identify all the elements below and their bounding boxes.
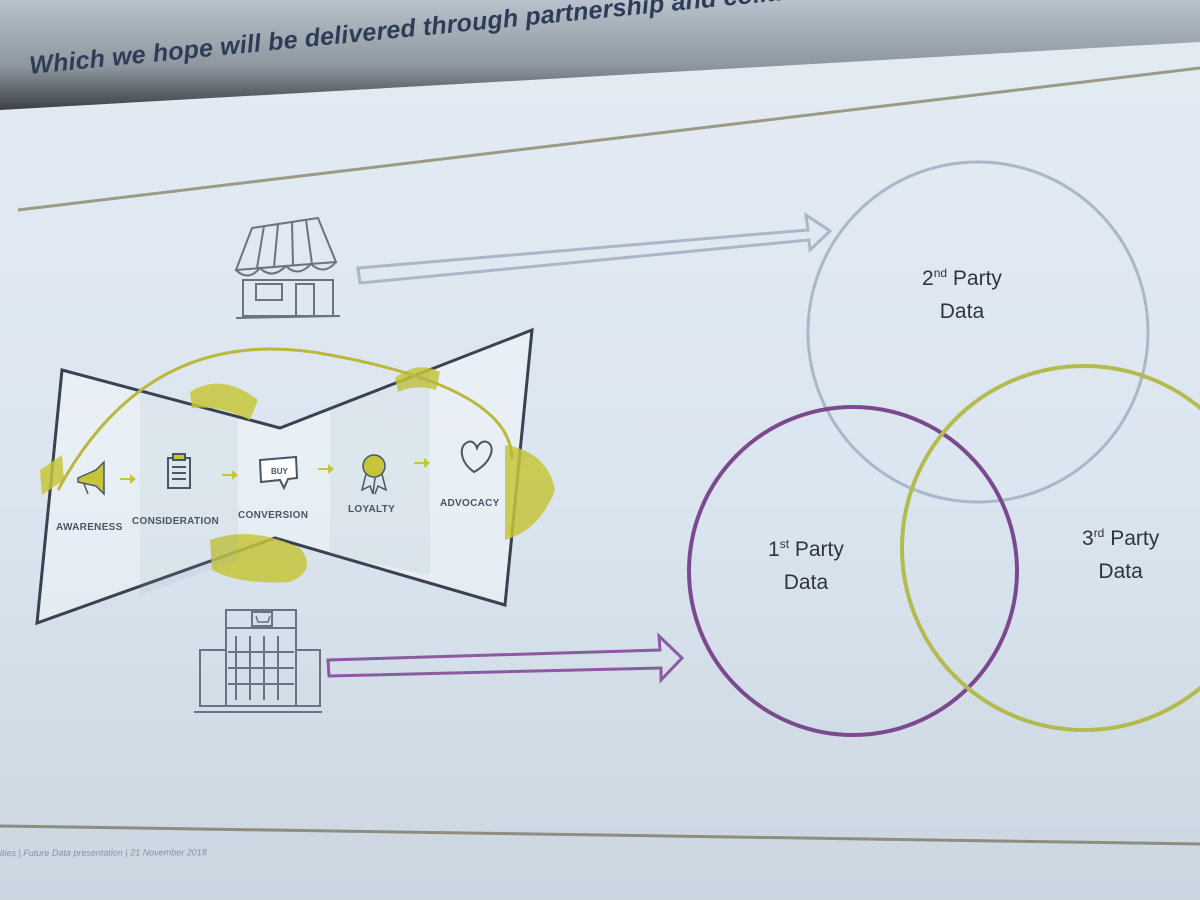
shopping-mall-icon [194, 609, 322, 713]
arrow-right-icon-bottom [326, 632, 685, 684]
storefront-icon [234, 216, 341, 319]
bottom-rule [0, 824, 1200, 846]
first-party-ordinal: 1 [768, 538, 780, 561]
venn-circle-first-party [687, 405, 1019, 737]
venn-label-third-party: 3rd Party Data [1082, 522, 1159, 588]
stage-label-conversion: CONVERSION [238, 510, 309, 521]
second-party-ordinal: 2 [922, 267, 934, 290]
third-party-line2: Data [1098, 560, 1143, 583]
second-party-line1: Party [952, 267, 1002, 290]
first-party-suffix: st [779, 537, 790, 551]
first-party-line2: Data [783, 571, 829, 594]
megaphone-icon [77, 460, 105, 496]
heart-icon [460, 440, 493, 474]
third-party-ordinal: 3 [1082, 527, 1094, 550]
rosette-icon [360, 454, 388, 495]
venn-circle-second-party [806, 160, 1150, 504]
venn-label-first-party: 1st Party Data [768, 533, 844, 599]
slide-footer: ities | Future Data presentation | 21 No… [0, 847, 207, 858]
first-party-line1: Party [794, 538, 844, 561]
buy-tag-icon: BUY [258, 455, 299, 491]
second-party-line2: Data [939, 300, 985, 323]
title-rule [17, 66, 1200, 212]
third-party-line1: Party [1110, 527, 1160, 550]
stage-label-awareness: AWARENESS [56, 522, 123, 533]
clipboard-icon [167, 453, 191, 489]
venn-circle-third-party [900, 364, 1200, 732]
venn-label-second-party: 2nd Party Data [922, 262, 1002, 328]
buy-tag-text: BUY [271, 467, 289, 476]
second-party-suffix: nd [933, 266, 948, 280]
third-party-suffix: rd [1093, 526, 1105, 540]
yellow-brush-strokes [40, 367, 555, 583]
stage-arrows [120, 458, 430, 484]
slide-surface [0, 42, 1200, 900]
arrow-right-icon-top [356, 211, 833, 285]
stage-label-consideration: CONSIDERATION [132, 516, 220, 527]
stage-label-loyalty: LOYALTY [348, 504, 396, 515]
stage-label-advocacy: ADVOCACY [440, 498, 500, 509]
